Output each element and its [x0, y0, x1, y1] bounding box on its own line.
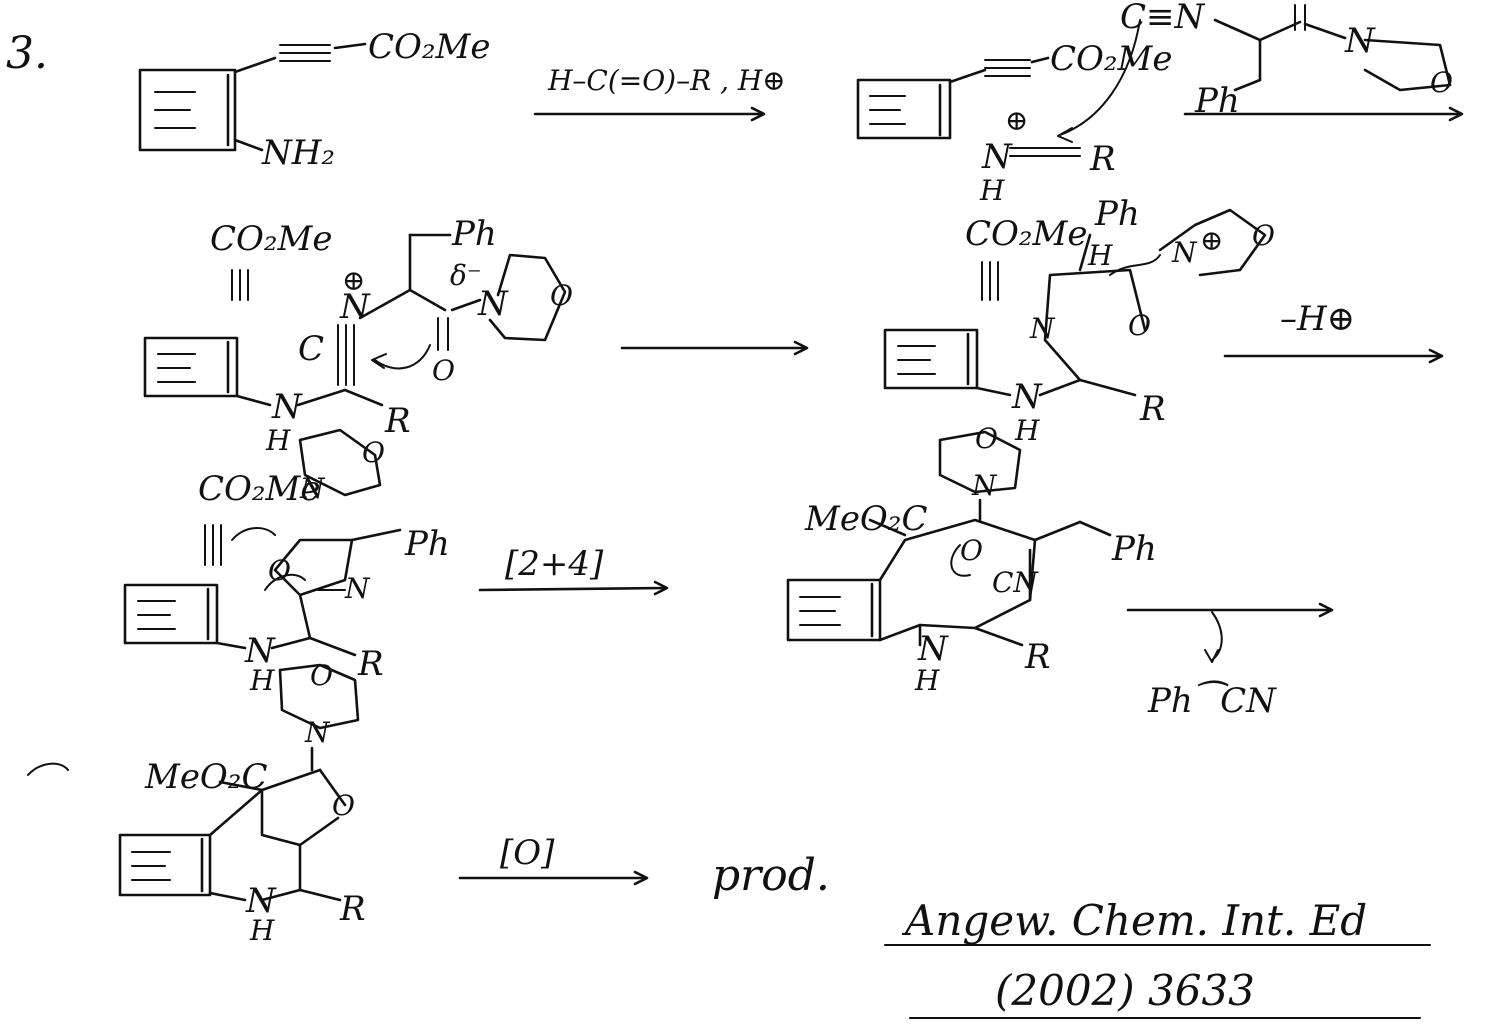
- label-ring-o-4: O: [1128, 309, 1151, 342]
- label-cl-3: C: [298, 329, 324, 369]
- label-r-6: R: [1024, 637, 1051, 677]
- label-r-2: R: [1089, 139, 1116, 179]
- label-n-4: N: [1011, 377, 1043, 417]
- label-h-4: H: [1014, 414, 1040, 447]
- label-co2me-2: CO₂Me: [1050, 39, 1172, 79]
- arrow-step-6: Ph⁀CN: [1126, 602, 1334, 721]
- label-meo2c-6: MeO₂C: [804, 499, 927, 539]
- label-iminium-h: H: [979, 174, 1005, 207]
- label-isocyanide: C≡N: [1120, 0, 1206, 37]
- arrow-step-1: H–C(=O)–R , H⊕: [533, 64, 786, 122]
- label-r-4: R: [1139, 389, 1166, 429]
- label-h-5: H: [249, 664, 275, 697]
- label-r-3: R: [384, 401, 411, 441]
- label-r-5: R: [357, 644, 384, 684]
- label-morpholine-o-3: O: [550, 279, 573, 312]
- label-nitrilium-plus: ⊕: [342, 264, 365, 297]
- label-meo2c-7: MeO₂C: [144, 757, 267, 797]
- label-n-7: N: [245, 881, 277, 921]
- label-ring-o-6: O: [960, 534, 983, 567]
- label-morpholinium-plus: ⊕: [1200, 224, 1223, 257]
- label-n-6: N: [917, 629, 949, 669]
- label-h-7: H: [249, 914, 275, 947]
- structure-dihydro-product: O N MeO₂C O N H R: [27, 659, 366, 947]
- label-ph-5: Ph: [404, 524, 450, 564]
- label-h-ring-4: H: [1087, 239, 1113, 272]
- reagent-cycloaddition: [2+4]: [505, 544, 604, 584]
- arrow-step-5: [2+4]: [478, 544, 669, 596]
- reagent-aldehyde-acid: H–C(=O)–R , H⊕: [547, 64, 786, 97]
- arrow-step-3: [620, 340, 809, 356]
- label-ph-6: Ph: [1111, 529, 1157, 569]
- label-amide-n-3: N: [477, 284, 509, 324]
- label-morpholine-o-5: O: [362, 436, 385, 469]
- structure-nitrilium: CO₂Me N H R N ⊕ C Ph O δ⁻ N O: [143, 214, 573, 457]
- structure-cyclized-cation: CO₂Me N H R N O Ph H N ⊕ O: [883, 194, 1275, 447]
- label-morpholine-n-5: N: [299, 472, 326, 505]
- label-h-6: H: [914, 664, 940, 697]
- citation: Angew. Chem. Int. Ed (2002) 3633: [884, 896, 1431, 1019]
- label-n-3: N: [271, 387, 303, 427]
- label-delta-minus: δ⁻: [450, 259, 482, 292]
- label-iminium-plus: ⊕: [1005, 104, 1028, 137]
- label-h-3: H: [265, 424, 291, 457]
- label-morpholine-n-7: N: [304, 716, 331, 749]
- label-morpholine-o-7: O: [310, 659, 333, 692]
- arrow-step-7: [O] prod.: [458, 833, 830, 901]
- label-nitrilium-n: N: [339, 287, 371, 327]
- structure-aniline-alkyne: CO₂Me NH₂: [138, 27, 490, 173]
- label-n-5: N: [244, 631, 276, 671]
- byproduct-benzyl-cyanide: Ph⁀CN: [1147, 680, 1277, 721]
- label-morpholine-n-6: N: [971, 469, 998, 502]
- step-number: 3.: [6, 28, 48, 79]
- label-co2me-1: CO₂Me: [368, 27, 490, 67]
- label-iminium-n: N: [981, 137, 1013, 177]
- reagent-oxidation: [O]: [500, 833, 555, 873]
- label-ph-3: Ph: [451, 214, 497, 254]
- label-morpholine-o-2: O: [1430, 66, 1453, 99]
- label-carbonyl-o-3: O: [432, 354, 455, 387]
- label-ph-4: Ph: [1094, 194, 1140, 234]
- arrow-step-4: –H⊕: [1223, 299, 1444, 364]
- label-oxazole-o-7: O: [332, 789, 355, 822]
- label-morpholinium-n: N: [1171, 236, 1198, 269]
- label-co2me-4: CO₂Me: [965, 214, 1087, 254]
- label-co2me-3: CO₂Me: [210, 219, 332, 259]
- citation-year-page: (2002) 3633: [995, 966, 1255, 1015]
- product-label: prod.: [712, 850, 830, 901]
- label-nh2: NH₂: [261, 133, 335, 173]
- label-morpholine-o-4: O: [1252, 219, 1275, 252]
- structure-iminium-isocyanide: CO₂Me N H ⊕ R C≡N N O Ph: [856, 0, 1464, 207]
- label-oxazole-o-5: O: [268, 554, 291, 587]
- label-r-7: R: [339, 889, 366, 929]
- label-morpholine-o-6: O: [975, 422, 998, 455]
- reagent-deprotonation: –H⊕: [1280, 299, 1355, 339]
- label-oxazole-n-5: N: [344, 572, 371, 605]
- label-cn-ring: CN: [992, 566, 1039, 599]
- structure-cycloadduct: O N MeO₂C Ph O CN N H R: [786, 422, 1157, 697]
- citation-journal: Angew. Chem. Int. Ed: [901, 896, 1367, 945]
- label-co2me-5: CO₂Me: [198, 469, 320, 509]
- label-ring-n-4: N: [1029, 312, 1056, 345]
- structure-aminooxazole: O N CO₂Me N H R N O Ph: [123, 428, 450, 697]
